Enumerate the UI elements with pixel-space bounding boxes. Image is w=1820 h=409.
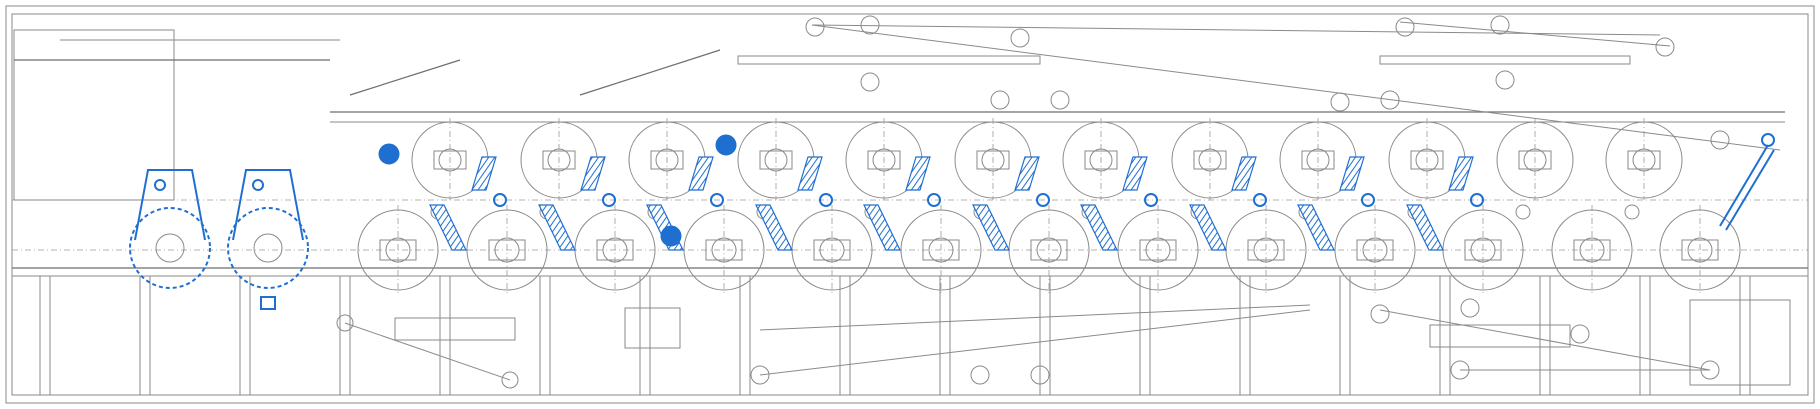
lower-felt-roll-3 — [750, 365, 770, 385]
highlighted-press-roll-right — [227, 169, 309, 289]
lower-dryer-cylinder — [900, 205, 982, 295]
guide-roll — [1330, 92, 1350, 112]
guide-roll — [860, 72, 880, 92]
felt-run-top — [811, 24, 1661, 36]
upper-dryer-cylinder — [520, 118, 598, 200]
guide-roll — [860, 15, 880, 35]
upper-dryer-cylinder — [1605, 118, 1683, 200]
upper-dryer-cylinder — [1388, 118, 1466, 200]
lower-dryer-cylinder — [1334, 205, 1416, 295]
lower-felt-roll-8 — [1700, 360, 1720, 380]
lower-dryer-cylinder — [574, 205, 656, 295]
highlight-dot-2 — [715, 134, 737, 156]
doctor-blade — [1189, 156, 1267, 251]
right-hood-beam — [1379, 55, 1631, 65]
lower-felt-roll-9 — [1570, 324, 1590, 344]
lower-dryer-cylinder — [1117, 205, 1199, 295]
lower-dryer-cylinder — [1551, 205, 1633, 295]
doctor-blade — [429, 156, 507, 251]
doctor-blade — [538, 156, 616, 251]
guide-roll — [1490, 15, 1510, 35]
lower-felt-run-2 — [759, 304, 1311, 331]
guide-roll — [990, 90, 1010, 110]
felt-run-diagonal — [811, 24, 1781, 151]
lower-dryer-cylinder — [466, 205, 548, 295]
lower-dryer-cylinder — [1008, 205, 1090, 295]
felt-roll — [1515, 204, 1531, 220]
doctor-blade — [863, 156, 941, 251]
right-end-tensioner-2 — [1725, 149, 1775, 231]
lower-felt-run-5 — [1379, 309, 1711, 371]
doctor-blade — [972, 156, 1050, 251]
lower-dryer-cylinder — [683, 205, 765, 295]
doctor-blade — [646, 156, 724, 251]
tension-unit-base — [1429, 324, 1571, 348]
guide-roll — [1050, 90, 1070, 110]
felt-roll — [1624, 204, 1640, 220]
lower-felt-roll-2 — [501, 371, 519, 389]
guide-roll — [1395, 17, 1415, 37]
lower-felt-roll-6 — [1370, 304, 1390, 324]
lower-dryer-cylinder — [1659, 205, 1741, 295]
lower-felt-roll-7 — [1450, 360, 1470, 380]
drive-gearbox — [624, 307, 681, 349]
lower-felt-roll-5 — [1030, 365, 1050, 385]
guide-roll — [1010, 28, 1030, 48]
left-conveyor — [349, 59, 461, 96]
drive-unit-base — [394, 317, 516, 341]
doctor-blade — [1080, 156, 1158, 251]
felt-run-right — [1399, 21, 1671, 47]
right-end-pivot — [1761, 133, 1775, 147]
drawing-outer-border — [5, 5, 1815, 404]
lower-felt-run-3 — [759, 309, 1311, 376]
right-end-tensioner — [1719, 144, 1769, 227]
lower-dryer-cylinder — [357, 205, 439, 295]
doctor-blade — [1406, 156, 1484, 251]
highlight-dot-1 — [378, 143, 400, 165]
doctor-blade — [1297, 156, 1375, 251]
guide-roll — [1495, 70, 1515, 90]
mid-conveyor — [579, 49, 721, 96]
highlighted-press-roll-left — [129, 169, 211, 289]
left-hood-beam — [737, 55, 1041, 65]
guide-roll — [1710, 130, 1730, 150]
guide-roll — [1380, 90, 1400, 110]
highlight-dot-3 — [660, 225, 682, 247]
press-roll-base-marker — [260, 296, 276, 310]
lower-felt-run-1 — [344, 322, 511, 381]
dryer-cylinders — [357, 118, 1741, 295]
doctor-blade — [755, 156, 833, 251]
lower-felt-roll-10 — [1460, 298, 1480, 318]
guide-roll — [1655, 37, 1675, 57]
upper-dryer-cylinder — [1496, 118, 1574, 200]
upper-dryer-cylinder — [1171, 118, 1249, 200]
lower-felt-roll-4 — [970, 365, 990, 385]
lower-felt-roll-1 — [336, 314, 354, 332]
support-legs — [39, 276, 1751, 395]
felt-rolls — [430, 15, 1730, 220]
guide-roll — [805, 17, 825, 37]
drawing-border — [11, 13, 1809, 396]
left-equipment-frame — [13, 29, 175, 201]
right-lower-enclosure — [1689, 299, 1791, 386]
